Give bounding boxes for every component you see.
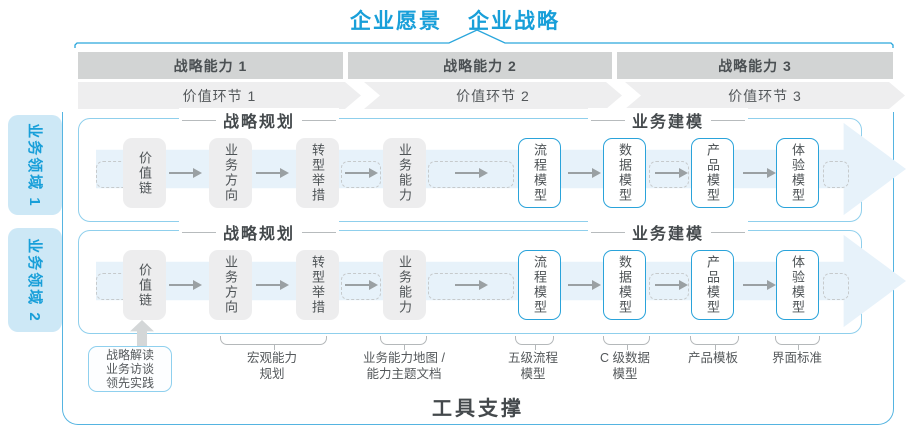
annotation-data-model: C 级数据 模型: [599, 351, 651, 382]
brace-process-model: [515, 336, 554, 350]
strategy-label: 企业战略: [468, 10, 560, 33]
placeholder-box: [428, 273, 514, 300]
box-value-chain-label: 价值链: [137, 150, 152, 196]
box-experience-model-label: 体验模型: [790, 255, 805, 315]
tool-support-label: 工具支撑: [432, 398, 524, 420]
placeholder-box: [428, 161, 514, 188]
box-process-model-label: 流程模型: [532, 255, 547, 315]
placeholder-box: [649, 161, 689, 188]
brace-data-model: [603, 336, 650, 350]
domain-tab-2: 业务领域 2: [8, 228, 62, 332]
box-data-model: 数据模型: [603, 250, 646, 320]
annotation-product-template: 产品模板: [687, 351, 739, 365]
flow-arrow-icon: [455, 280, 488, 290]
placeholder-box: [341, 161, 381, 188]
box-transformation-initiatives: 转型举措: [296, 138, 339, 208]
box-data-model-label: 数据模型: [617, 255, 632, 315]
box-transformation-initiatives-label: 转型举措: [310, 143, 325, 203]
box-business-capability: 业务能力: [383, 250, 426, 320]
section-title-business-modeling: 业务建模: [587, 108, 749, 132]
value-chevron-3: 价值环节 3: [625, 82, 905, 109]
box-business-capability: 业务能力: [383, 138, 426, 208]
box-transformation-initiatives: 转型举措: [296, 250, 339, 320]
section-title-strategy-planning: 战略规划: [178, 108, 340, 132]
placeholder-box: [341, 273, 381, 300]
box-process-model-label: 流程模型: [532, 143, 547, 203]
box-business-direction: 业务方向: [209, 250, 252, 320]
box-product-model-label: 产品模型: [705, 255, 720, 315]
section-title-strategy-planning: 战略规划: [178, 220, 340, 244]
domain-1-row: 战略规划 业务建模 价值链 业务方向 转型举措 业务能力 流程模型 数据模型 产…: [78, 108, 906, 222]
flow-arrow-icon: [743, 168, 776, 178]
value-chevron-1: 价值环节 1: [78, 82, 361, 109]
flow-arrow-icon: [169, 168, 202, 178]
box-data-model: 数据模型: [603, 138, 646, 208]
box-product-model: 产品模型: [691, 138, 734, 208]
box-product-model: 产品模型: [691, 250, 734, 320]
title-connector-line: [74, 29, 894, 48]
domain-tab-1-label: 业务领域 1: [25, 122, 43, 208]
domain-tab-1: 业务领域 1: [8, 115, 62, 215]
box-data-model-label: 数据模型: [617, 143, 632, 203]
flow-arrow-icon: [655, 168, 688, 178]
section-title-business-modeling: 业务建模: [587, 220, 749, 244]
flow-arrow-icon: [568, 280, 601, 290]
flow-arrow-icon: [743, 280, 776, 290]
flow-arrow-icon: [455, 168, 488, 178]
flow-arrow-icon: [345, 168, 378, 178]
flow-arrow-icon: [256, 168, 289, 178]
box-process-model: 流程模型: [518, 138, 561, 208]
annotation-capability-map: 业务能力地图 / 能力主题文档: [363, 351, 445, 382]
box-business-direction: 业务方向: [209, 138, 252, 208]
tool-support-frame: [62, 112, 894, 425]
flow-arrow-icon: [256, 280, 289, 290]
annotation-ui-standard: 界面标准: [771, 351, 823, 365]
box-business-direction-label: 业务方向: [223, 255, 238, 315]
top-title: 企业愿景 企业战略: [0, 5, 910, 35]
vision-label: 企业愿景: [350, 10, 442, 33]
capability-bar-2: 战略能力 2: [348, 52, 612, 79]
box-business-capability-label: 业务能力: [397, 255, 412, 315]
domain-2-row: 战略规划 业务建模 价值链 业务方向 转型举措 业务能力 流程模型 数据模型 产…: [78, 220, 906, 334]
flow-arrow-icon: [655, 280, 688, 290]
box-experience-model-label: 体验模型: [790, 143, 805, 203]
capability-bar-3: 战略能力 3: [617, 52, 893, 79]
box-transformation-initiatives-label: 转型举措: [310, 255, 325, 315]
value-chevron-2: 价值环节 2: [364, 82, 622, 109]
flow-arrow-icon: [345, 280, 378, 290]
box-experience-model: 体验模型: [776, 250, 819, 320]
placeholder-box: [823, 273, 849, 300]
box-business-capability-label: 业务能力: [397, 143, 412, 203]
placeholder-box: [649, 273, 689, 300]
box-value-chain: 价值链: [123, 250, 166, 320]
flow-arrow-icon: [169, 280, 202, 290]
annotation-process-model: 五级流程 模型: [507, 351, 559, 382]
box-value-chain: 价值链: [123, 138, 166, 208]
annotation-macro-capability: 宏观能力 规划: [246, 351, 298, 382]
box-experience-model: 体验模型: [776, 138, 819, 208]
flow-arrow-icon: [568, 168, 601, 178]
box-process-model: 流程模型: [518, 250, 561, 320]
placeholder-box: [823, 161, 849, 188]
brace-ui-standard: [775, 336, 820, 350]
capability-bar-1: 战略能力 1: [78, 52, 343, 79]
brace-product-template: [690, 336, 739, 350]
brace-capability-map: [380, 336, 427, 350]
practice-box: 战略解读 业务访谈 领先实践: [88, 346, 172, 392]
brace-macro-capability: [220, 336, 327, 350]
domain-tab-2-label: 业务领域 2: [25, 237, 43, 323]
box-product-model-label: 产品模型: [705, 143, 720, 203]
box-value-chain-label: 价值链: [137, 262, 152, 308]
box-business-direction-label: 业务方向: [223, 143, 238, 203]
